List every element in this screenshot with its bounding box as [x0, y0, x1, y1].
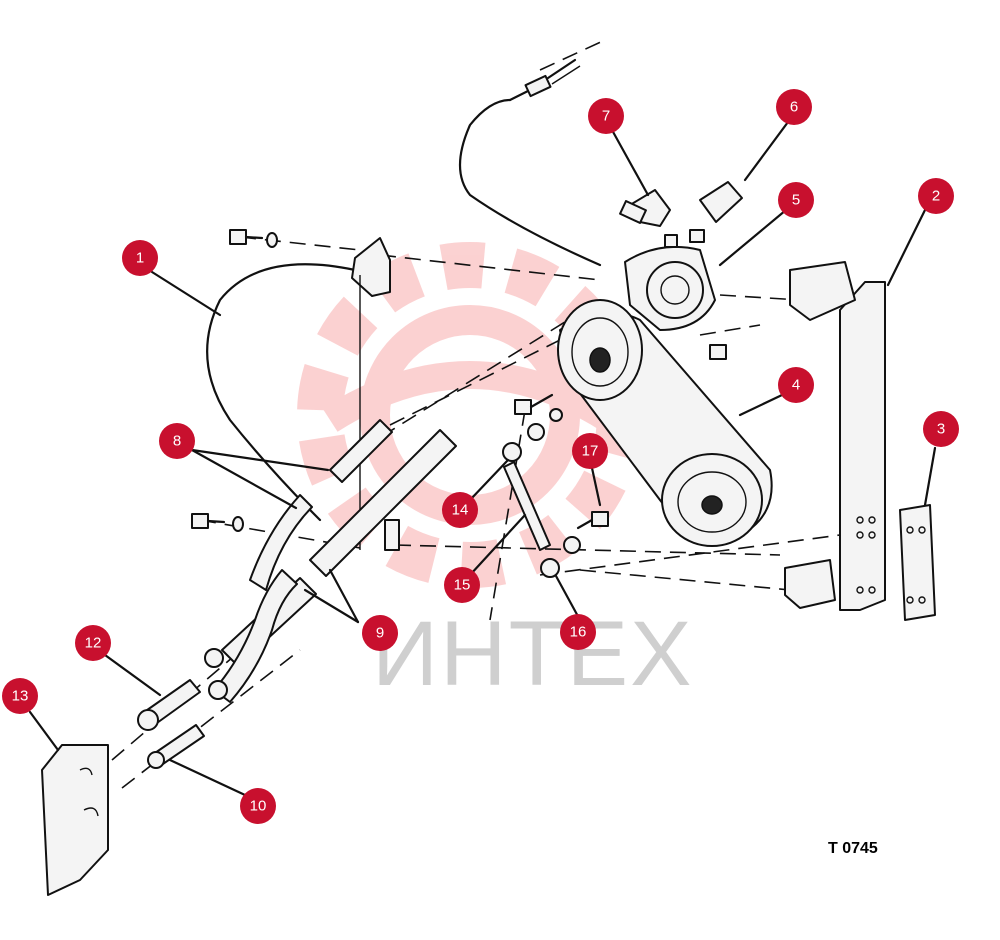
- pulley-belt-assembly: [557, 245, 773, 547]
- bolt-washer-left: [191, 513, 244, 532]
- svg-text:4: 4: [792, 377, 800, 394]
- callout-14: 14: [442, 492, 478, 528]
- watermark-text: ИНТЕХ: [372, 603, 694, 705]
- callout-13: 13: [2, 678, 38, 714]
- callout-6: 6: [776, 89, 812, 125]
- svg-text:16: 16: [570, 624, 587, 641]
- mounting-plate-part: [784, 261, 886, 611]
- svg-text:9: 9: [376, 625, 384, 642]
- callout-8: 8: [159, 423, 195, 459]
- pump-fittings: [619, 181, 743, 248]
- callout-3: 3: [923, 411, 959, 447]
- callout-5: 5: [778, 182, 814, 218]
- callout-2: 2: [918, 178, 954, 214]
- control-cable: [459, 58, 602, 267]
- callout-15: 15: [444, 567, 480, 603]
- flexible-cable-part: [206, 237, 391, 550]
- svg-text:14: 14: [452, 502, 469, 519]
- callout-16: 16: [560, 614, 596, 650]
- callout-12: 12: [75, 625, 111, 661]
- callout-7: 7: [588, 98, 624, 134]
- link-rod-assembly: [502, 393, 609, 578]
- bolt-washer-top: [229, 229, 278, 248]
- svg-text:3: 3: [937, 421, 945, 438]
- spring-parts: [137, 679, 205, 769]
- svg-text:8: 8: [173, 433, 181, 450]
- svg-text:2: 2: [932, 188, 940, 205]
- callout-17: 17: [572, 433, 608, 469]
- svg-text:12: 12: [85, 635, 102, 652]
- drawing-code: T 0745: [828, 840, 878, 857]
- svg-text:7: 7: [602, 108, 610, 125]
- svg-text:1: 1: [136, 250, 144, 267]
- callout-10: 10: [240, 788, 276, 824]
- side-plate-part: [41, 744, 109, 896]
- svg-text:10: 10: [250, 798, 267, 815]
- svg-text:13: 13: [12, 688, 29, 705]
- svg-text:5: 5: [792, 192, 800, 209]
- svg-text:15: 15: [454, 577, 471, 594]
- leader-lines: [28, 120, 937, 797]
- callout-9: 9: [362, 615, 398, 651]
- svg-text:17: 17: [582, 443, 599, 460]
- callout-4: 4: [778, 367, 814, 403]
- tube-set: [204, 419, 457, 703]
- small-plate-part: [899, 504, 936, 621]
- callout-1: 1: [122, 240, 158, 276]
- svg-text:6: 6: [790, 99, 798, 116]
